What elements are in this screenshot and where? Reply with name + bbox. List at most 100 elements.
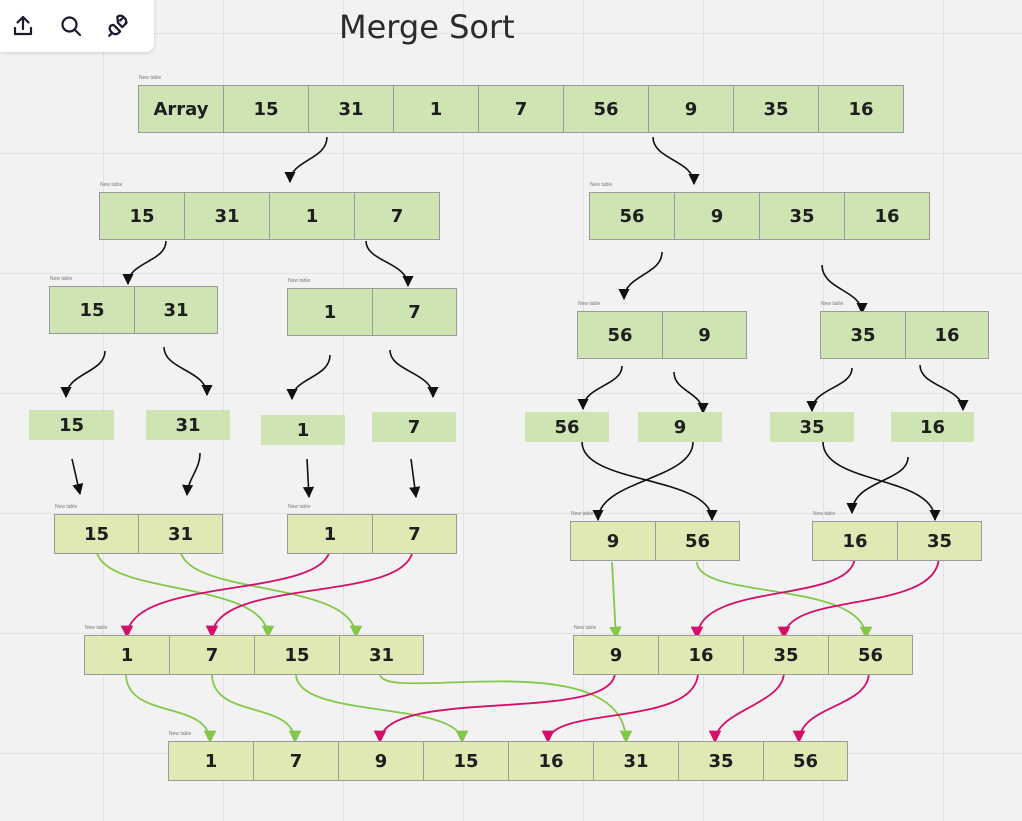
table-caption: New table: [169, 731, 192, 737]
array-cell: 56: [828, 635, 913, 675]
merge-arrow-magenta: [690, 555, 856, 640]
split-arrow: [389, 349, 439, 399]
single-element: 31: [146, 410, 230, 440]
array-cell: 15: [423, 741, 509, 781]
array-cell: 35: [743, 635, 829, 675]
single-cell: 56: [525, 412, 609, 442]
split-right-table: 56 9 35 16: [589, 192, 930, 240]
array-cell: 7: [478, 85, 564, 133]
merge-arrow-magenta: [205, 546, 414, 639]
split-arrow: [122, 240, 167, 286]
merge-arrow-magenta: [120, 546, 331, 639]
array-cell: 7: [253, 741, 339, 781]
single-element: 9: [638, 412, 722, 442]
cross-arrow: [846, 456, 909, 515]
down-arrow: [71, 458, 84, 496]
array-cell: 1: [269, 192, 355, 240]
table-caption: New table: [288, 278, 311, 284]
array-cell: 9: [674, 192, 760, 240]
table-caption: New table: [590, 182, 613, 188]
array-cell: 31: [308, 85, 394, 133]
plug-icon: [108, 14, 128, 37]
array-cell: 16: [658, 635, 744, 675]
array-cell: 16: [812, 521, 898, 561]
split-arrow: [652, 136, 700, 186]
upload-icon: [13, 15, 33, 36]
table-caption: New table: [813, 511, 836, 517]
array-cell: 56: [655, 521, 740, 561]
array-cell: 9: [648, 85, 734, 133]
single-cell: 35: [770, 412, 854, 442]
array-cell: 31: [184, 192, 270, 240]
array-cell: 31: [593, 741, 679, 781]
array-cell: 16: [508, 741, 594, 781]
array-cell: 31: [134, 286, 218, 334]
array-cell: 15: [54, 514, 139, 554]
down-arrow: [182, 452, 201, 497]
split-arrow: [618, 251, 663, 301]
array-cell: 15: [49, 286, 135, 334]
merged-pair-table: 16 35: [812, 521, 982, 561]
array-cell: 1: [287, 514, 373, 554]
array-cell: 35: [897, 521, 982, 561]
split-arrow: [284, 136, 328, 184]
single-cell: 1: [261, 415, 345, 445]
table-caption: New table: [55, 504, 78, 510]
down-arrow: [302, 458, 315, 499]
array-cell: 1: [287, 288, 373, 336]
table-caption: New table: [100, 182, 123, 188]
single-cell: 31: [146, 410, 230, 440]
array-cell: 56: [577, 311, 663, 359]
single-element: 1: [261, 415, 345, 445]
single-element: 15: [29, 410, 114, 440]
merged-pair-table: 15 31: [54, 514, 223, 554]
merge-arrow-green: [379, 673, 633, 744]
array-cell: 7: [372, 288, 457, 336]
array-cell: 7: [169, 635, 255, 675]
plugins-button[interactable]: [100, 7, 138, 45]
split-arrow: [365, 240, 414, 288]
array-cell: 56: [763, 741, 848, 781]
array-header-cell: Array: [138, 85, 224, 133]
array-cell: 9: [662, 311, 747, 359]
array-cell: 16: [844, 192, 930, 240]
split-arrow: [919, 364, 969, 412]
diagram-title: Merge Sort: [339, 8, 515, 46]
merged-pair-table: 1 7: [287, 514, 457, 554]
array-cell: 31: [339, 635, 424, 675]
array-cell: 56: [563, 85, 649, 133]
array-cell: 16: [818, 85, 904, 133]
array-cell: 7: [372, 514, 457, 554]
search-icon: [61, 16, 82, 37]
merge-arrow-magenta: [708, 671, 785, 744]
table-caption: New table: [50, 276, 73, 282]
single-element: 16: [891, 412, 974, 442]
merge-arrow-magenta: [541, 671, 699, 744]
merge-arrow-magenta: [792, 671, 870, 744]
search-button[interactable]: [52, 7, 90, 45]
upload-button[interactable]: [4, 7, 42, 45]
sorted-array-table: 1 7 9 15 16 31 35 56: [168, 741, 848, 781]
table-caption: New table: [574, 625, 597, 631]
pair-table: 15 31: [49, 286, 218, 334]
merge-arrow-green: [295, 673, 469, 744]
single-cell: 16: [891, 412, 974, 442]
split-arrow: [286, 354, 331, 401]
array-cell: 1: [168, 741, 254, 781]
toolbar: [0, 0, 154, 52]
array-cell: 35: [759, 192, 845, 240]
merge-arrow-green: [211, 673, 302, 744]
array-cell: 16: [905, 311, 989, 359]
pair-table: 56 9: [577, 311, 747, 359]
merge-arrow-green: [125, 673, 217, 744]
array-cell: 1: [393, 85, 479, 133]
down-arrow: [409, 458, 421, 499]
split-arrow: [60, 350, 106, 399]
merge-arrow-green: [696, 561, 873, 640]
single-cell: 15: [29, 410, 114, 440]
array-cell: 15: [99, 192, 185, 240]
table-caption: New table: [139, 75, 162, 81]
merge-arrow-green: [179, 546, 363, 639]
single-element: 56: [525, 412, 609, 442]
single-cell: 7: [372, 412, 456, 442]
